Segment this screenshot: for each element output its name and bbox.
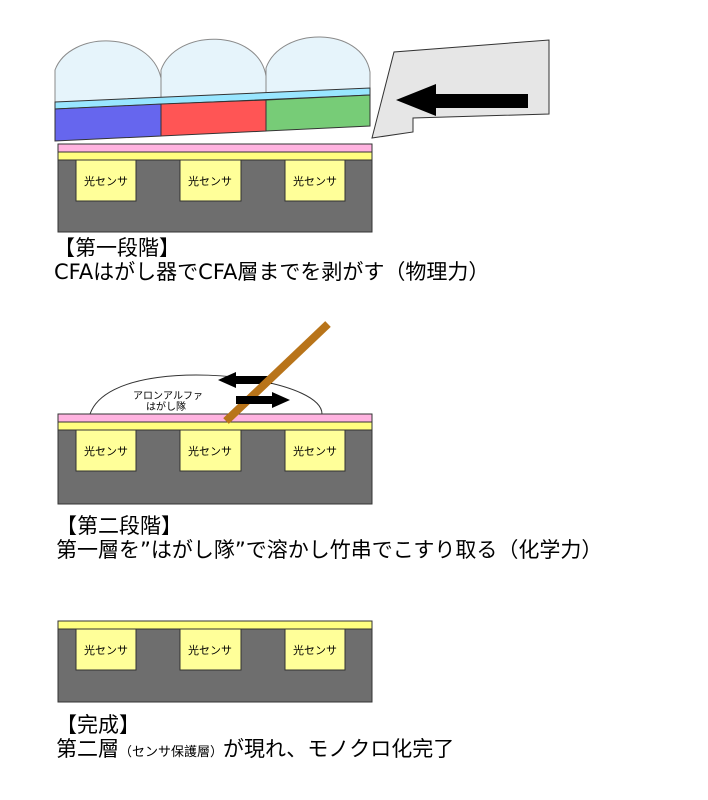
arrow-left-icon: [396, 84, 528, 116]
team-label-line2: はがし隊: [146, 400, 186, 413]
microlens-1: [54, 40, 162, 103]
sensor-label: 光センサ: [84, 643, 128, 657]
sensor-label: 光センサ: [293, 174, 337, 188]
arrow-right-icon: [236, 392, 290, 408]
sensor-label: 光センサ: [188, 444, 232, 458]
stage3-diagram: 光センサ 光センサ 光センサ: [57, 620, 373, 703]
pink-layer: [57, 413, 373, 423]
sensor-box: [179, 429, 242, 472]
microlens-3: [265, 36, 371, 99]
stage3-description-small: （センサ保護層）: [119, 745, 224, 760]
stage3-description-a: 第二層: [56, 737, 119, 761]
sensor-box: [179, 159, 242, 202]
sensor-box: [284, 429, 346, 472]
stage3-caption: 【完成】 第二層（センサ保護層）が現れ、モノクロ化完了: [56, 713, 454, 765]
yellow-layer: [57, 421, 373, 431]
stage1-heading: 【第一段階】: [54, 236, 180, 260]
microlens-2: [160, 38, 267, 101]
stage3-description-b: が現れ、モノクロ化完了: [223, 737, 455, 761]
sensor-box: [75, 429, 137, 472]
arrow-left-icon: [218, 372, 272, 388]
sensor-label: 光センサ: [293, 643, 337, 657]
stage2-heading: 【第二段階】: [56, 514, 182, 538]
stage2-description: 第一層を”はがし隊”で溶かし竹串でこすり取る（化学力）: [56, 538, 603, 562]
sensor-box: [284, 628, 346, 671]
sensor-label: 光センサ: [188, 174, 232, 188]
bamboo-skewer: [223, 321, 331, 424]
sensor-label: 光センサ: [84, 444, 128, 458]
stage1-description: CFAはがし器でCFA層までを剥がす（物理力）: [54, 260, 490, 284]
pink-layer: [57, 143, 373, 153]
glue-blob: [89, 374, 323, 415]
sensor-label: 光センサ: [293, 444, 337, 458]
sensor-label: 光センサ: [188, 643, 232, 657]
sensor-box: [75, 628, 137, 671]
yellow-layer: [57, 151, 373, 161]
green-filter: [265, 94, 371, 132]
cfa-scraper: [371, 39, 550, 139]
sensor-box: [179, 628, 242, 671]
sensor-label: 光センサ: [84, 174, 128, 188]
stage2-caption: 【第二段階】 第一層を”はがし隊”で溶かし竹串でこすり取る（化学力）: [56, 514, 602, 562]
red-filter: [160, 99, 267, 137]
stage1-diagram: 光センサ 光センサ 光センサ: [54, 36, 550, 233]
yellow-layer: [57, 620, 373, 630]
blue-filter: [54, 103, 162, 142]
sensor-box: [75, 159, 137, 202]
stage3-heading: 【完成】: [56, 713, 140, 737]
stage3-description: 第二層（センサ保護層）が現れ、モノクロ化完了: [56, 737, 454, 765]
stage1-caption: 【第一段階】 CFAはがし器でCFA層までを剥がす（物理力）: [54, 236, 489, 284]
team-label-line1: アロンアルファ: [133, 391, 203, 402]
sensor-box: [284, 159, 346, 202]
stage2-diagram: アロンアルファ はがし隊 光センサ 光センサ 光センサ: [57, 321, 373, 505]
